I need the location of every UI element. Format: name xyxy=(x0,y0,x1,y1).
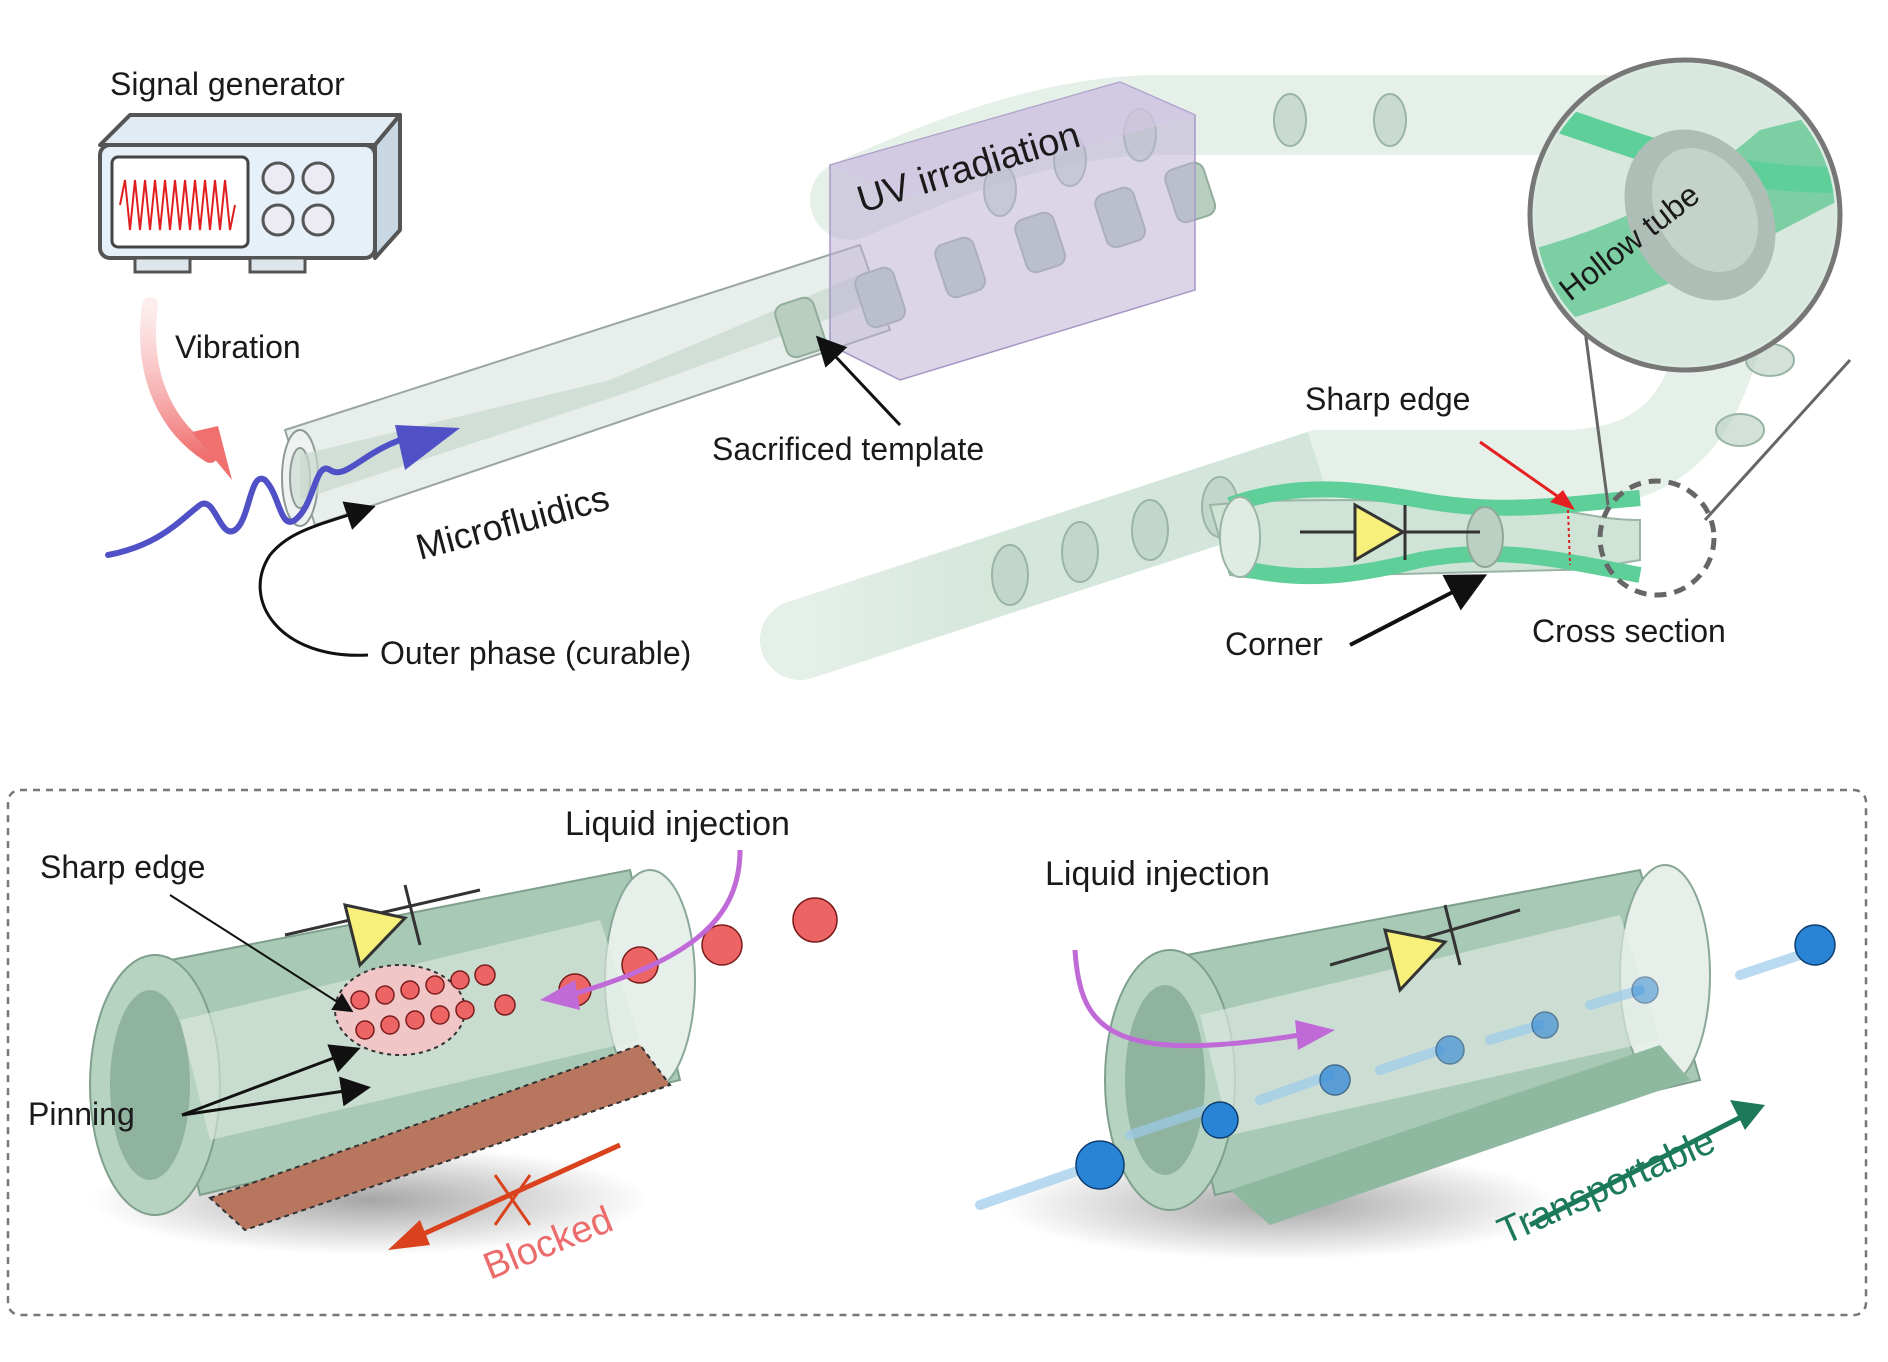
cross-section-zoom: Hollow tube xyxy=(1527,57,1852,522)
injected-flow-wave xyxy=(105,425,460,558)
sharp-edge-top-label: Sharp edge xyxy=(1305,381,1470,417)
vibration-label: Vibration xyxy=(175,329,301,365)
droplet-character-icon xyxy=(1075,924,1836,1190)
signal-generator-label: Signal generator xyxy=(110,66,345,102)
blue-flow-streaks xyxy=(975,950,1805,1210)
cross-mark-icon xyxy=(493,1174,532,1226)
microfluidics-label: Microfluidics xyxy=(411,477,613,568)
pinning-label: Pinning xyxy=(28,1096,135,1132)
blocked-arrow xyxy=(408,1142,622,1243)
blocked-channel xyxy=(208,1043,672,1232)
vibration-arrow xyxy=(140,297,232,480)
liquid-injection-arrow-right xyxy=(1072,949,1301,1049)
cross-section-marker xyxy=(1597,478,1717,598)
bottom-panel-frame xyxy=(6,788,1868,1317)
sacrificed-template-label: Sacrificed template xyxy=(712,431,984,467)
corner-pointer xyxy=(1349,574,1488,647)
hollow-tube-section xyxy=(1208,481,1642,585)
outer-phase-label: Outer phase (curable) xyxy=(380,635,691,671)
pinning-pointer-lower xyxy=(181,1076,371,1117)
cross-section-label: Cross section xyxy=(1532,613,1726,649)
sharp-edge-pointer xyxy=(1479,440,1571,507)
liquid-injection-right-label: Liquid injection xyxy=(1045,855,1270,893)
outer-phase-pointer xyxy=(258,501,376,657)
sharp-edge-bottom-label: Sharp edge xyxy=(40,849,205,885)
liquid-injection-arrow-left xyxy=(569,849,743,998)
diode-tube-blocked xyxy=(89,868,696,1255)
diode-symbol-icon xyxy=(1300,502,1480,563)
uv-irradiation-box: UV irradiation xyxy=(829,81,1196,381)
sacrificed-template-pointer xyxy=(815,335,902,427)
signal-generator-icon xyxy=(98,113,402,274)
liquid-injection-left-label: Liquid injection xyxy=(565,805,790,843)
sharp-edge-bottom-pointer xyxy=(169,894,354,1013)
corner-label: Corner xyxy=(1225,626,1323,662)
transportable-arrow xyxy=(1528,1112,1747,1228)
diode-symbol-icon xyxy=(284,884,481,969)
pinning-pointer-upper xyxy=(181,1044,361,1117)
diode-symbol-icon xyxy=(1329,904,1521,994)
diode-tube-transport xyxy=(1000,864,1711,1260)
